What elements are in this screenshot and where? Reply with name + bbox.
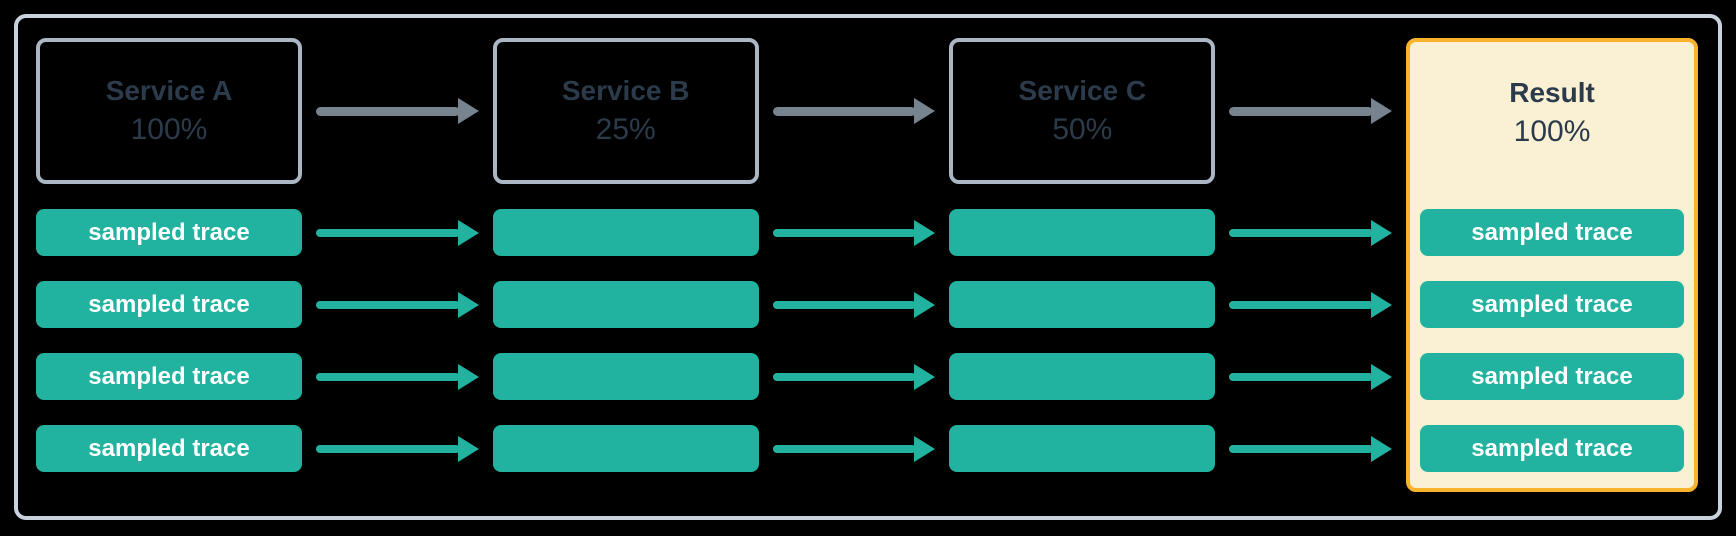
trace-flow-arrow-icon xyxy=(772,291,936,318)
arrows-a-to-b xyxy=(302,38,493,472)
sampled-trace-bar: sampled trace xyxy=(36,209,302,256)
service-c-title: Service C xyxy=(1018,74,1147,106)
service-flow-arrow-icon xyxy=(772,98,936,124)
sampled-trace-bar: sampled trace xyxy=(1420,281,1685,328)
arrows-b-to-c xyxy=(759,38,950,472)
trace-flow-arrow-icon xyxy=(1229,363,1393,390)
trace-bar xyxy=(492,209,759,256)
sampled-trace-bar: sampled trace xyxy=(36,353,302,400)
service-flow-arrow-icon xyxy=(316,98,479,124)
trace-flow-arrow-icon xyxy=(772,219,936,246)
result-title: Result xyxy=(1509,76,1595,108)
trace-bar xyxy=(949,425,1216,472)
service-column-c: Service C 50% xyxy=(949,38,1216,472)
sampled-trace-bar: sampled trace xyxy=(1420,209,1685,256)
service-column-b: Service B 25% xyxy=(492,38,759,472)
trace-flow-arrow-icon xyxy=(1229,291,1393,318)
service-a-sampling-rate: 100% xyxy=(130,113,208,147)
trace-bar xyxy=(492,425,759,472)
trace-flow-arrow-icon xyxy=(772,363,936,390)
trace-flow-arrow-icon xyxy=(316,363,479,390)
result-header: Result 100% xyxy=(1420,42,1684,184)
service-box-a: Service A 100% xyxy=(36,38,302,184)
trace-flow-arrow-icon xyxy=(1229,219,1393,246)
trace-bar xyxy=(949,209,1216,256)
trace-flow-arrow-icon xyxy=(316,219,479,246)
service-c-sampling-rate: 50% xyxy=(1052,113,1113,147)
diagram-frame: Service A 100% sampled trace sampled tra… xyxy=(14,14,1722,520)
service-box-b: Service B 25% xyxy=(492,38,759,184)
service-b-title: Service B xyxy=(561,74,690,106)
trace-bar xyxy=(949,281,1216,328)
trace-flow-arrow-icon xyxy=(316,435,479,462)
result-sampling-rate: 100% xyxy=(1513,115,1591,149)
service-column-a: Service A 100% sampled trace sampled tra… xyxy=(36,38,302,472)
service-b-sampling-rate: 25% xyxy=(595,113,656,147)
trace-flow-arrow-icon xyxy=(772,435,936,462)
service-flow-arrow-icon xyxy=(1229,98,1393,124)
trace-bar xyxy=(492,281,759,328)
trace-flow-arrow-icon xyxy=(316,291,479,318)
trace-bar xyxy=(949,353,1216,400)
sampled-trace-bar: sampled trace xyxy=(1420,353,1685,400)
trace-flow-arrow-icon xyxy=(1229,435,1393,462)
result-panel: Result 100% sampled trace sampled trace … xyxy=(1406,38,1699,492)
service-a-title: Service A xyxy=(105,74,233,106)
sampled-trace-bar: sampled trace xyxy=(1420,425,1685,472)
sampled-trace-bar: sampled trace xyxy=(36,281,302,328)
trace-bar xyxy=(492,353,759,400)
sampled-trace-bar: sampled trace xyxy=(36,425,302,472)
arrows-c-to-result xyxy=(1215,38,1406,472)
service-box-c: Service C 50% xyxy=(949,38,1216,184)
